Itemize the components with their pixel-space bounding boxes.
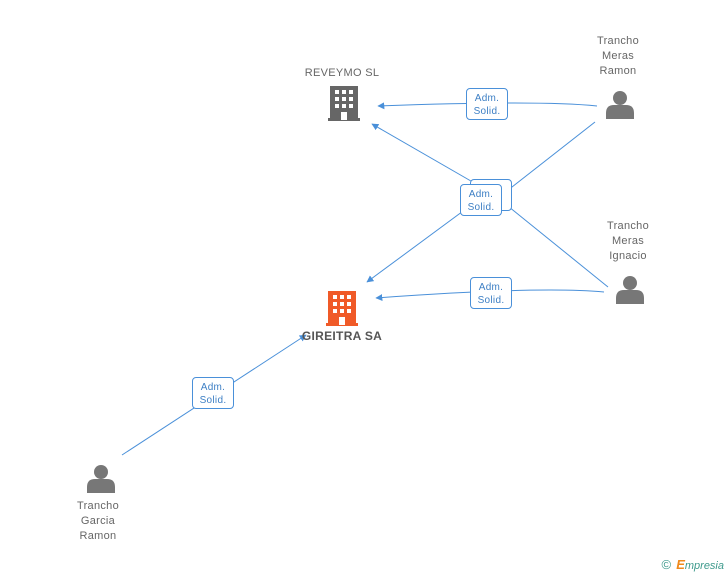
role-line: Adm.: [478, 282, 504, 293]
role-badge[interactable]: Adm. Solid.: [466, 88, 508, 120]
role-line: Adm.: [200, 382, 226, 393]
role-line: Adm.: [468, 189, 494, 200]
person-icon[interactable]: [87, 465, 115, 493]
person-label-trancho-meras-ramon[interactable]: Trancho Meras Ramon: [580, 34, 656, 79]
role-line: Solid.: [199, 395, 227, 406]
name-line: Ignacio: [609, 250, 647, 262]
name-line: Meras: [611, 235, 645, 247]
edge-meras-ignacio-to-shared: [497, 197, 609, 288]
role-line: Solid.: [467, 202, 495, 213]
role-line: Adm.: [474, 93, 500, 104]
role-badge[interactable]: Adm. Solid.: [470, 277, 512, 309]
name-line: Meras: [601, 50, 635, 62]
edge-meras-ramon-to-reveymo: [377, 102, 598, 110]
copyright-symbol: ©: [661, 557, 672, 572]
name-line: Ramon: [599, 65, 637, 77]
edge-shared-to-gireitra: [366, 202, 475, 283]
role-badge[interactable]: Adm. Solid.: [460, 184, 502, 216]
person-icon[interactable]: [616, 276, 644, 304]
name-line: Garcia: [80, 515, 116, 527]
building-icon[interactable]: [326, 291, 358, 326]
edge-meras-ignacio-to-gireitra: [375, 289, 605, 302]
name-line: Ramon: [79, 530, 117, 542]
person-label-trancho-meras-ignacio[interactable]: Trancho Meras Ignacio: [590, 219, 666, 264]
company-name: GIREITRA SA: [301, 329, 383, 343]
edge-meras-ramon-to-shared: [497, 121, 596, 199]
company-name: REVEYMO SL: [304, 67, 380, 79]
company-label-gireitra[interactable]: GIREITRA SA: [290, 329, 394, 344]
brand-logo-text: mpresia: [684, 560, 724, 572]
role-line: Solid.: [477, 295, 505, 306]
name-line: Trancho: [596, 35, 640, 47]
person-label-trancho-garcia-ramon[interactable]: Trancho Garcia Ramon: [60, 499, 136, 544]
brand-footer: © Empresia: [662, 557, 724, 572]
name-line: Trancho: [606, 220, 650, 232]
building-icon[interactable]: [328, 86, 360, 121]
role-line: Solid.: [473, 106, 501, 117]
person-icon[interactable]: [606, 91, 634, 119]
brand-logo-initial: E: [676, 557, 685, 572]
role-badge[interactable]: Adm. Solid.: [192, 377, 234, 409]
name-line: Trancho: [76, 500, 120, 512]
company-label-reveymo[interactable]: REVEYMO SL: [290, 66, 394, 81]
